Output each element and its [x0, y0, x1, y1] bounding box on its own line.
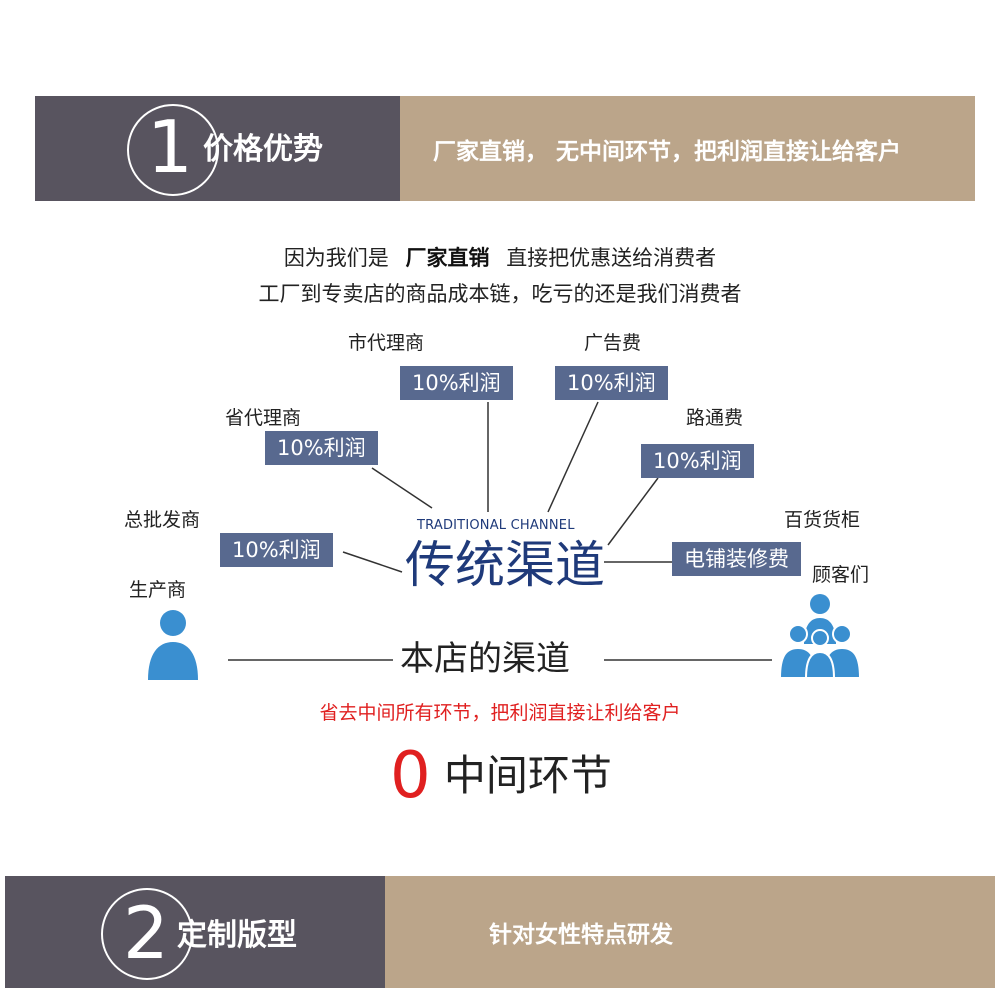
tag-decoration: 电铺装修费 — [672, 542, 801, 576]
tag-city-agent-profit: 10%利润 — [400, 366, 513, 400]
section1-number: 1 — [147, 105, 193, 189]
label-manufacturer: 生产商 — [129, 579, 187, 601]
number-circle-icon — [101, 888, 193, 980]
section1-title: 价格优势 — [203, 132, 323, 167]
label-advertising: 广告费 — [584, 332, 642, 354]
connector-wholesaler — [342, 551, 403, 573]
group-icon — [778, 594, 862, 678]
intro-line-2: 工厂到专卖店的商品成本链，吃亏的还是我们消费者 — [258, 282, 742, 306]
section1-banner: 1 价格优势 厂家直销， 无中间环节，把利润直接让给客户 — [35, 96, 975, 201]
person-icon — [148, 610, 198, 680]
zero-number: 0 — [390, 739, 431, 813]
section1-subtitle: 厂家直销， 无中间环节，把利润直接让给客户 — [433, 138, 902, 165]
zero-text: 中间环节 — [443, 751, 612, 800]
label-road-fee: 路通费 — [686, 407, 744, 429]
tag-advertising-profit: 10%利润 — [555, 366, 668, 400]
our-channel-label: 本店的渠道 — [400, 639, 570, 679]
intro-line1-pre: 因为我们是 — [283, 246, 389, 270]
section2-banner-left: 2 定制版型 — [5, 876, 385, 988]
connector-advertising — [547, 401, 599, 513]
connector-road-fee — [607, 477, 659, 546]
intro-line-1: 因为我们是 厂家直销 直接把优惠送给消费者 — [0, 244, 1000, 272]
tag-province-agent-profit: 10%利润 — [265, 431, 378, 465]
our-channel-note: 省去中间所有环节，把利润直接让利给客户 — [319, 702, 681, 724]
section1-banner-right: 厂家直销， 无中间环节，把利润直接让给客户 — [400, 96, 975, 201]
connector-province-agent — [371, 467, 433, 509]
tag-road-fee-profit: 10%利润 — [641, 444, 754, 478]
tag-wholesaler-profit: 10%利润 — [220, 533, 333, 567]
label-department-store: 百货货柜 — [784, 509, 861, 531]
label-province-agent: 省代理商 — [225, 407, 302, 429]
section1-banner-left: 1 价格优势 — [35, 96, 400, 201]
section2-title: 定制版型 — [177, 918, 297, 953]
label-wholesaler: 总批发商 — [124, 509, 201, 531]
intro-line1-bold: 厂家直销 — [405, 246, 490, 270]
section2-banner-right: 针对女性特点研发 — [385, 876, 995, 988]
number-circle-icon — [127, 104, 219, 196]
intro-line1-post: 直接把优惠送给消费者 — [506, 246, 717, 270]
traditional-channel-cn: 传统渠道 — [405, 536, 605, 594]
section2-subtitle: 针对女性特点研发 — [489, 922, 673, 948]
zero-intermediaries: 0 中间环节 — [390, 740, 612, 812]
label-customers: 顾客们 — [812, 564, 870, 586]
traditional-channel-en: TRADITIONAL CHANNEL — [417, 518, 575, 533]
section2-number: 2 — [123, 891, 169, 975]
section2-banner: 2 定制版型 针对女性特点研发 — [5, 876, 995, 988]
label-city-agent: 市代理商 — [348, 332, 425, 354]
